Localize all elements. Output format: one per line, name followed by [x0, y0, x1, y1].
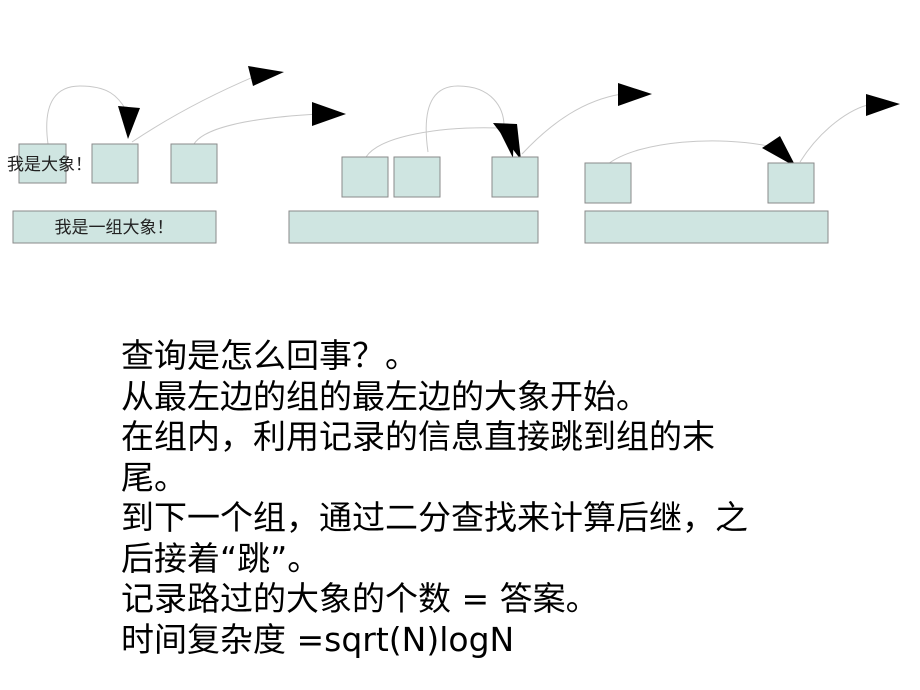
jump-curve — [799, 103, 873, 163]
text-line: 查询是怎么回事？。 — [121, 336, 418, 375]
arrowheads — [118, 66, 900, 167]
elephant-diagram: 我是大象！ 我是一组大象！ — [7, 66, 900, 244]
group-label: 我是一组大象！ — [55, 218, 174, 238]
elephant-box — [491, 156, 539, 198]
group-box — [584, 210, 829, 244]
elephant-box — [91, 143, 139, 184]
text-line: 在组内，利用记录的信息直接跳到组的末 — [121, 417, 715, 456]
text-line: 尾。 — [121, 457, 187, 497]
arrowhead — [866, 94, 900, 116]
elephant-boxes — [18, 143, 815, 204]
text-line: 到下一个组，通过二分查找来计算后继，之 — [121, 498, 748, 537]
jump-curve — [607, 140, 769, 165]
text-line: 从最左边的组的最左边的大象开始。 — [121, 376, 649, 416]
elephant-box — [767, 162, 815, 204]
explanation-text: 查询是怎么回事？。 从最左边的组的最左边的大象开始。 在组内，利用记录的信息直接… — [121, 336, 851, 660]
arrowhead — [248, 66, 284, 86]
elephant-box — [341, 156, 389, 198]
arrowhead — [498, 124, 514, 158]
arrowhead — [118, 106, 140, 139]
jump-curve — [425, 85, 505, 153]
text-line: 时间复杂度 =sqrt(N)logN — [121, 619, 515, 659]
group-box — [12, 210, 217, 244]
elephant-box — [393, 156, 441, 198]
elephant-label: 我是大象！ — [7, 155, 92, 175]
connector-curves — [46, 74, 873, 165]
group-boxes — [12, 210, 829, 244]
elephant-box — [584, 162, 632, 204]
group-box — [288, 210, 539, 244]
jump-curve — [131, 74, 259, 143]
arrowhead — [762, 136, 796, 167]
jump-curve — [193, 113, 319, 145]
elephant-box — [170, 143, 218, 184]
elephant-box — [18, 143, 67, 184]
text-line: 记录路过的大象的个数 = 答案。 — [121, 579, 599, 618]
jump-curve — [521, 93, 623, 155]
arrowhead — [312, 102, 346, 126]
jump-curve — [46, 85, 127, 145]
arrowhead — [618, 83, 652, 106]
text-line: 后接着“跳”。 — [121, 538, 321, 578]
jump-curve — [365, 127, 501, 158]
